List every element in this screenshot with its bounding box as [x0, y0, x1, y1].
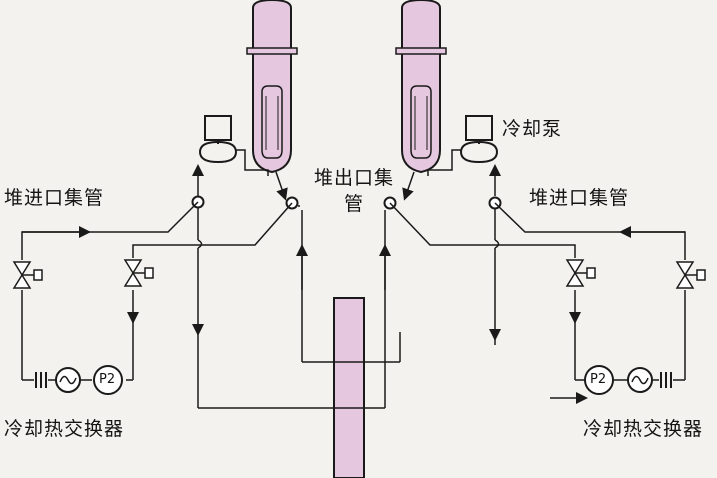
pipe-pump-to-vessel-right	[427, 149, 461, 176]
inlet-header-right-label: 堆进口集管	[529, 187, 630, 209]
reactor-vessel-right	[395, 0, 447, 174]
central-column	[333, 297, 365, 478]
valve-left-1-icon	[12, 261, 43, 289]
valve-right-1-icon	[565, 259, 596, 287]
cooling-pump-right-icon	[459, 115, 499, 164]
pump-right-label: P2	[590, 372, 607, 387]
pump-p2-right-icon	[584, 365, 614, 395]
reactor-vessel-left	[246, 0, 298, 174]
flange-left-icon	[35, 372, 47, 388]
heat-exchanger-right-icon	[627, 367, 653, 393]
cooling-pump-label: 冷却泵	[502, 118, 563, 140]
outlet-header-label: 堆出口集管	[314, 167, 395, 215]
pump-p2-left-icon	[93, 365, 123, 395]
heat-exchanger-left-label: 冷却热交换器	[4, 418, 125, 440]
pump-left-label: P2	[99, 372, 116, 387]
cooling-pump-left-icon	[198, 115, 238, 164]
inlet-header-left-label: 堆进口集管	[4, 187, 105, 209]
heat-exchanger-left-icon	[55, 367, 81, 393]
flange-right-icon	[660, 372, 672, 388]
heat-exchanger-right-label: 冷却热交换器	[583, 418, 704, 440]
valve-left-2-icon	[123, 259, 154, 287]
valve-right-2-icon	[675, 261, 706, 289]
pipe-pump-to-vessel-left	[236, 149, 269, 176]
